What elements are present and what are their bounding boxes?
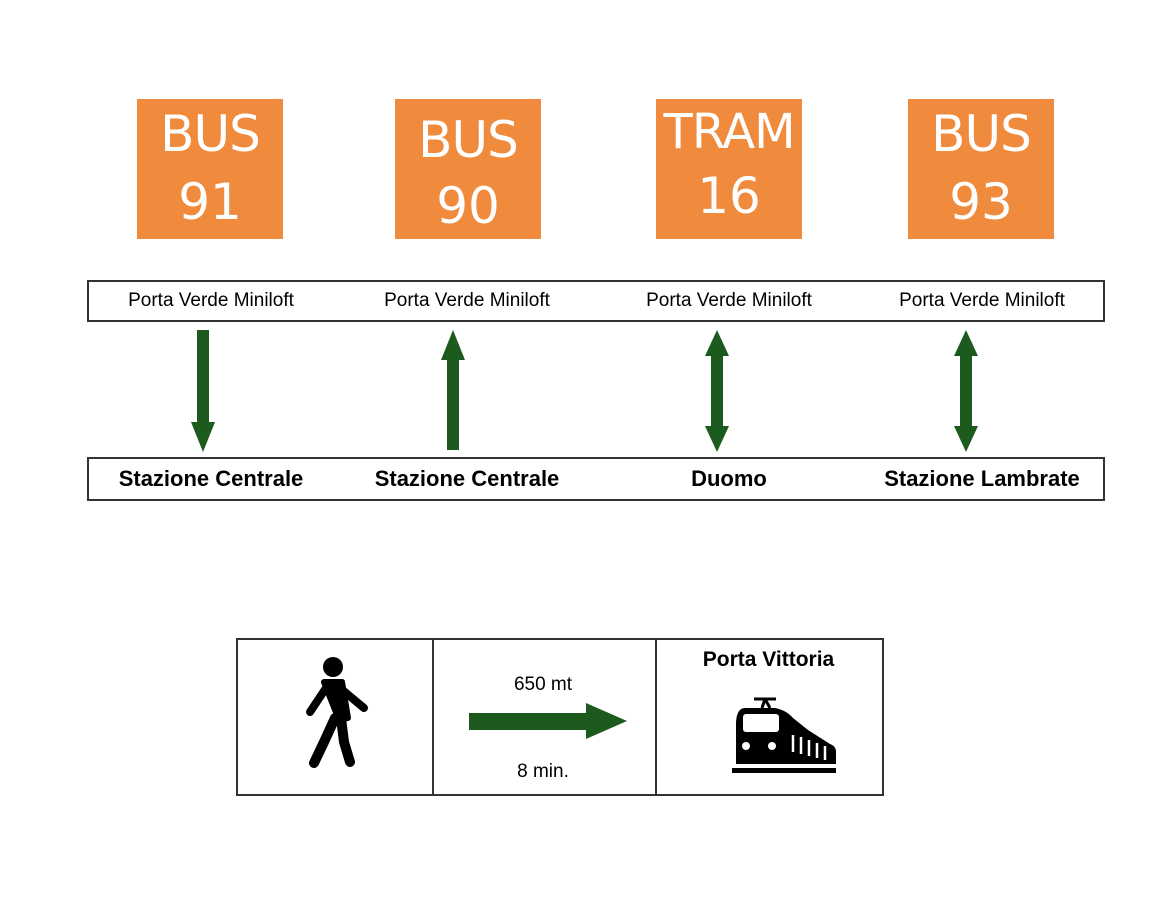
route-destination: Stazione Centrale (374, 466, 560, 491)
sign-mode: BUS (418, 111, 519, 169)
route-origin: Porta Verde Miniloft (384, 290, 550, 311)
arrow-down-icon (191, 330, 215, 452)
sign-mode: BUS (160, 105, 261, 163)
sign-number: 90 (436, 177, 500, 235)
sign-number: 91 (178, 173, 242, 231)
route-origin: Porta Verde Miniloft (899, 290, 1065, 311)
destination-bar (87, 457, 1105, 501)
table-divider (655, 640, 657, 794)
origin-bar (87, 280, 1105, 322)
table-divider (432, 640, 434, 794)
walk-distance: 650 mt (513, 674, 573, 695)
route-destination: Stazione Lambrate (884, 466, 1080, 491)
arrow-right-icon (469, 703, 627, 739)
sign-mode: BUS (931, 105, 1032, 163)
walking-directions-table (236, 638, 884, 796)
sign-mode: TRAM (663, 104, 796, 160)
walk-destination: Porta Vittoria (702, 648, 835, 671)
route-destination: Stazione Centrale (118, 466, 304, 491)
walking-person-icon (306, 657, 368, 768)
walk-time: 8 min. (517, 761, 569, 782)
arrow-up-icon (441, 330, 465, 450)
double-arrow-icon (954, 330, 978, 452)
sign-number: 16 (697, 167, 761, 225)
route-origin: Porta Verde Miniloft (646, 290, 812, 311)
route-destination: Duomo (691, 466, 767, 491)
double-arrow-icon (705, 330, 729, 452)
sign-bus-93: BUS 93 (908, 99, 1054, 239)
sign-bus-91: BUS 91 (137, 99, 283, 239)
sign-tram-16: TRAM 16 (656, 99, 802, 239)
sign-number: 93 (949, 173, 1013, 231)
train-icon (732, 697, 836, 773)
route-origin: Porta Verde Miniloft (128, 290, 294, 311)
sign-bus-90: BUS 90 (395, 99, 541, 239)
